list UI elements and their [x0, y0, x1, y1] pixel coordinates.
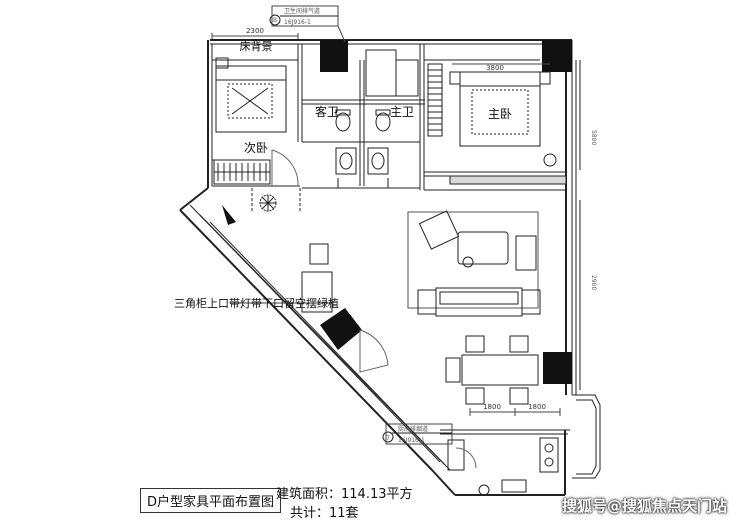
second-bed [215, 65, 287, 133]
master-toilet [375, 112, 391, 132]
top-callout-line2: 16J916-1 [284, 19, 311, 26]
bottom-callout [382, 423, 453, 445]
plan-title: D户型家具平面布置图 [140, 488, 282, 513]
second-bedroom [211, 33, 303, 187]
living-room [251, 188, 561, 416]
dining-table [461, 354, 539, 386]
wardrobe-hangers [217, 163, 267, 181]
top-callout-line1: 卫生间排气道 [284, 7, 320, 15]
bottom-callout-marker: 7 [386, 435, 390, 442]
coffee-table [457, 231, 509, 265]
master-wardrobe-hangers [428, 69, 442, 131]
plan-labels: 床背景 次卧 客卫 主卫 主卧 三角柜上口带灯带下口留空摆绿植 2300 380… [174, 7, 597, 444]
right-dimension-2: 2900 [590, 275, 597, 290]
plant-icon [259, 194, 277, 212]
guest-sink [335, 147, 357, 175]
right-dimension-1: 5800 [590, 130, 597, 145]
bottom-callout-line2: 16J916-1 [398, 437, 425, 444]
outer-walls [179, 39, 601, 496]
master-bath-label: 主卫 [390, 105, 414, 119]
dining-dimension-a: 1800 [483, 403, 501, 411]
dining-dimension-b: 1800 [528, 403, 546, 411]
guest-toilet [335, 112, 351, 132]
wall-triangle [222, 205, 236, 225]
guest-bath-label: 客卫 [315, 104, 339, 119]
master-bedroom [424, 59, 567, 191]
master-chair [543, 153, 557, 167]
master-width-dimension: 3800 [486, 64, 504, 72]
top-callout-marker: B [273, 17, 277, 24]
armchair [418, 210, 460, 250]
corner-cabinet-note: 三角柜上口带灯带下口留空摆绿植 [174, 296, 339, 310]
top-callout [269, 5, 346, 43]
columns [320, 40, 572, 384]
bottom-callout-line1: 厨房排烟道 [398, 425, 428, 433]
building-area: 建筑面积：114.13平方 [276, 487, 413, 502]
bathrooms [302, 44, 425, 190]
second-bedroom-label: 次卧 [244, 141, 268, 155]
watermark: 搜狐号@搜狐焦点天门站 [562, 497, 728, 515]
master-bedroom-label: 主卧 [488, 107, 512, 121]
kitchen [447, 437, 559, 496]
unit-count: 共计：11套 [290, 506, 359, 521]
bed-background-label: 床背景 [240, 39, 273, 53]
bed-wall-dimension: 2300 [246, 27, 264, 35]
master-sink [367, 147, 389, 175]
